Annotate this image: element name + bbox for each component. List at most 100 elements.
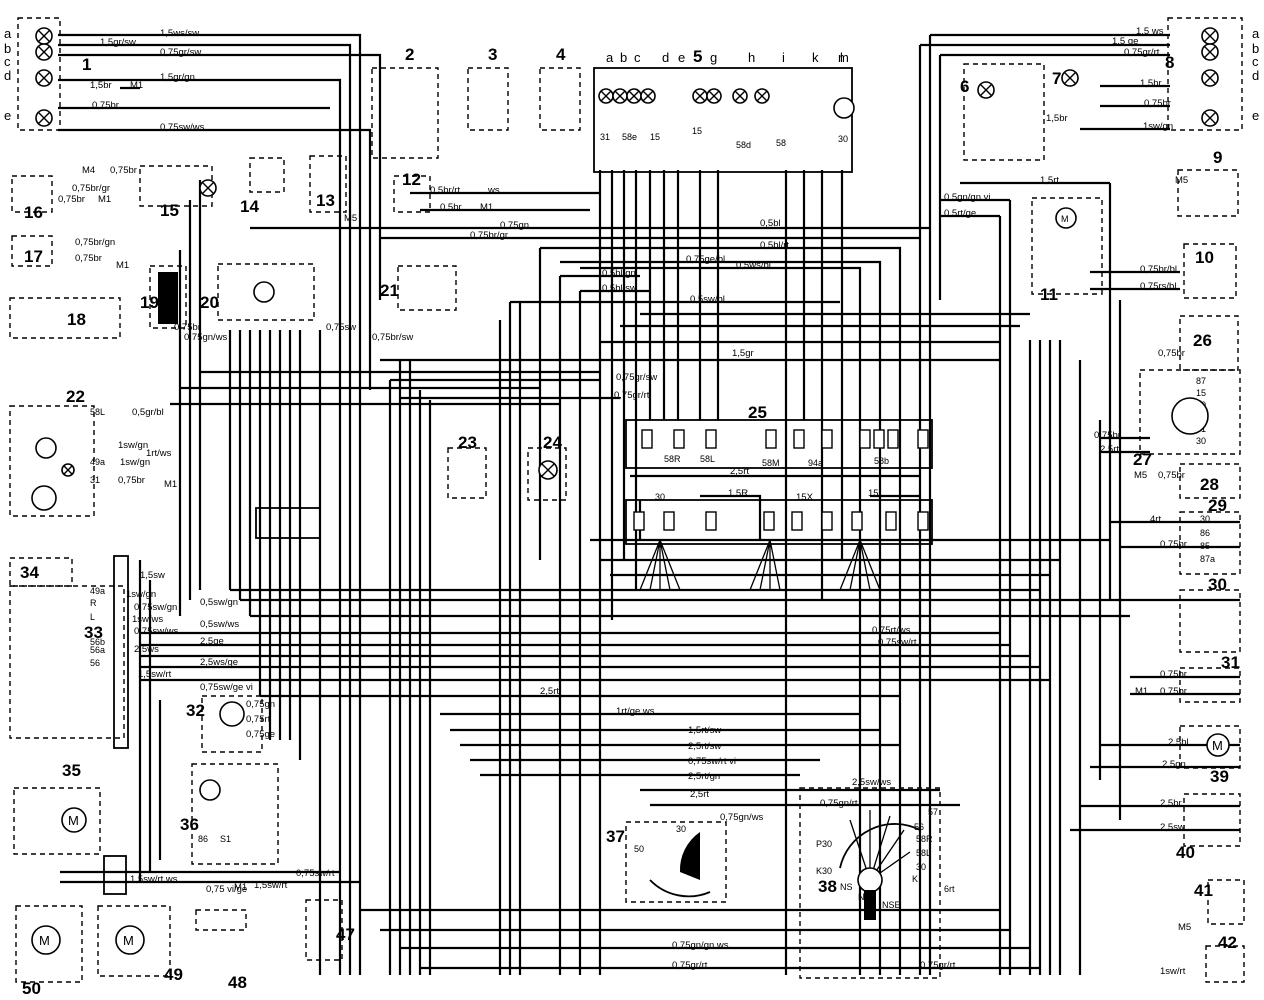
component-label-23: 23	[458, 433, 477, 452]
wire-label: 2,5ws	[134, 644, 159, 655]
light-switch-33	[9, 585, 125, 739]
switch-box-13	[309, 155, 347, 213]
pin-label: 58M	[762, 458, 780, 468]
wire-label: 0,5br/rt	[430, 185, 460, 196]
lamps	[35, 27, 1219, 480]
component-label-25: 25	[748, 403, 767, 422]
relay-box-9	[1177, 169, 1239, 217]
wire-label: 0,5sw/ws	[200, 619, 239, 630]
pin-label: 86	[1200, 528, 1210, 538]
wire-label: 0,5sw/bl	[690, 294, 725, 305]
cluster-letter: e	[678, 50, 685, 65]
wire-label: 0,75br	[1160, 686, 1187, 697]
component-label-24: 24	[543, 433, 562, 452]
component-label-33: 33	[84, 623, 103, 642]
wire-run	[700, 494, 762, 540]
lamp-icon	[1201, 43, 1219, 61]
component-label-37: 37	[606, 827, 625, 846]
pin-label: 57	[928, 807, 938, 817]
lamp-icon	[1201, 69, 1219, 87]
wire-label: 0,75gr/rt	[1124, 47, 1160, 58]
wire-label: 0,75gr/rt	[920, 960, 956, 971]
pin-label: 58L	[700, 454, 715, 464]
fuse-icon	[673, 429, 685, 449]
wire-label: 1,5R	[728, 488, 748, 499]
wire-label: 0,75gn/ws	[720, 812, 764, 823]
cluster-letter: h	[748, 50, 755, 65]
lamp-icon	[706, 88, 722, 104]
wire-label: 0,75br	[110, 165, 137, 176]
component-label-39: 39	[1210, 767, 1229, 786]
wire-run	[540, 246, 902, 975]
component-label-3: 3	[488, 45, 497, 64]
pin-label: 58d	[736, 140, 751, 150]
cluster-letter: l	[840, 50, 843, 65]
wire-label: 2,5gn	[1162, 759, 1186, 770]
pin-label: L	[90, 612, 95, 622]
wire-label: 1sw/rt	[1160, 966, 1186, 977]
wire-label: 1,5br	[1140, 78, 1162, 89]
component-label-40: 40	[1176, 843, 1195, 862]
control-20-icon	[253, 281, 275, 303]
connector-block	[255, 507, 321, 539]
component-label-2: 2	[405, 45, 414, 64]
component-label-32: 32	[186, 701, 205, 720]
wire-label: 1sw/gn	[126, 589, 156, 600]
wire-label: 0,75gr/sw	[160, 47, 201, 58]
terminal-letter-right: a	[1252, 26, 1260, 41]
ignition-box-38	[799, 787, 941, 979]
pin-label: 30	[1200, 514, 1210, 524]
switch-22-wiper	[31, 485, 57, 511]
component-label-28: 28	[1200, 475, 1219, 494]
switch-box-22	[9, 405, 95, 517]
relay-box-10	[1183, 243, 1237, 299]
pin-label: 58L	[916, 848, 931, 858]
wire-label: 0,75br	[1144, 98, 1171, 109]
pin-label: 58R	[664, 454, 681, 464]
pin-label: 49a	[90, 586, 105, 596]
fuse-icon	[763, 511, 775, 531]
component-label-12: 12	[402, 170, 421, 189]
terminal-letter-right: e	[1252, 108, 1259, 123]
cluster-letter: g	[710, 50, 717, 65]
pin-label: 56b	[90, 637, 105, 647]
pin-label: 15	[650, 132, 660, 142]
wire-label: 1,5br	[90, 80, 112, 91]
component-label-49: 49	[164, 965, 183, 984]
relay-box-36	[191, 763, 279, 865]
component-label-16: 16	[24, 203, 43, 222]
wire-label: 0,75rs/bl	[1140, 281, 1176, 292]
wire-label: 0,75sw/rt	[296, 868, 335, 879]
pin-label: 58b	[874, 456, 889, 466]
fuse-icon	[793, 429, 805, 449]
motor-box-39	[1179, 725, 1241, 769]
wire-label: 2,5sw/ws	[852, 777, 891, 788]
wire-label: 0,75br/gn	[75, 237, 115, 248]
wire-run	[580, 266, 862, 975]
fuse-icon	[633, 511, 645, 531]
pin-label: 58	[776, 138, 786, 148]
switch-box-3	[467, 67, 509, 131]
component-label-1: 1	[82, 55, 91, 74]
wire-run	[560, 260, 882, 975]
wire-label: 0,75br/sw	[372, 332, 413, 343]
switch-37-arc	[649, 832, 711, 898]
wire-label: 0,75br	[1158, 348, 1185, 359]
wire-label: 1,5sw/rt	[138, 669, 172, 680]
component-label-35: 35	[62, 761, 81, 780]
switch-box-17	[11, 235, 53, 267]
connector-box-40	[1183, 793, 1241, 847]
wire-label: 1sw/gn	[120, 457, 150, 468]
terminal-letter-left: b	[4, 41, 11, 56]
pin-label: 87	[1196, 376, 1206, 386]
cluster-letter: m	[838, 50, 849, 65]
wire-label: 1,5ws/sw	[160, 28, 199, 39]
pin-label: R	[90, 598, 97, 608]
pin-label: 86	[198, 834, 208, 844]
wire-label: 1,5sw/rt ws	[130, 874, 178, 885]
fuse-icon	[917, 511, 929, 531]
pin-label: K30	[816, 866, 832, 876]
lamp-box-24	[527, 447, 567, 501]
fuse-icon	[821, 429, 833, 449]
wire-label: 0,75gn	[500, 220, 529, 231]
